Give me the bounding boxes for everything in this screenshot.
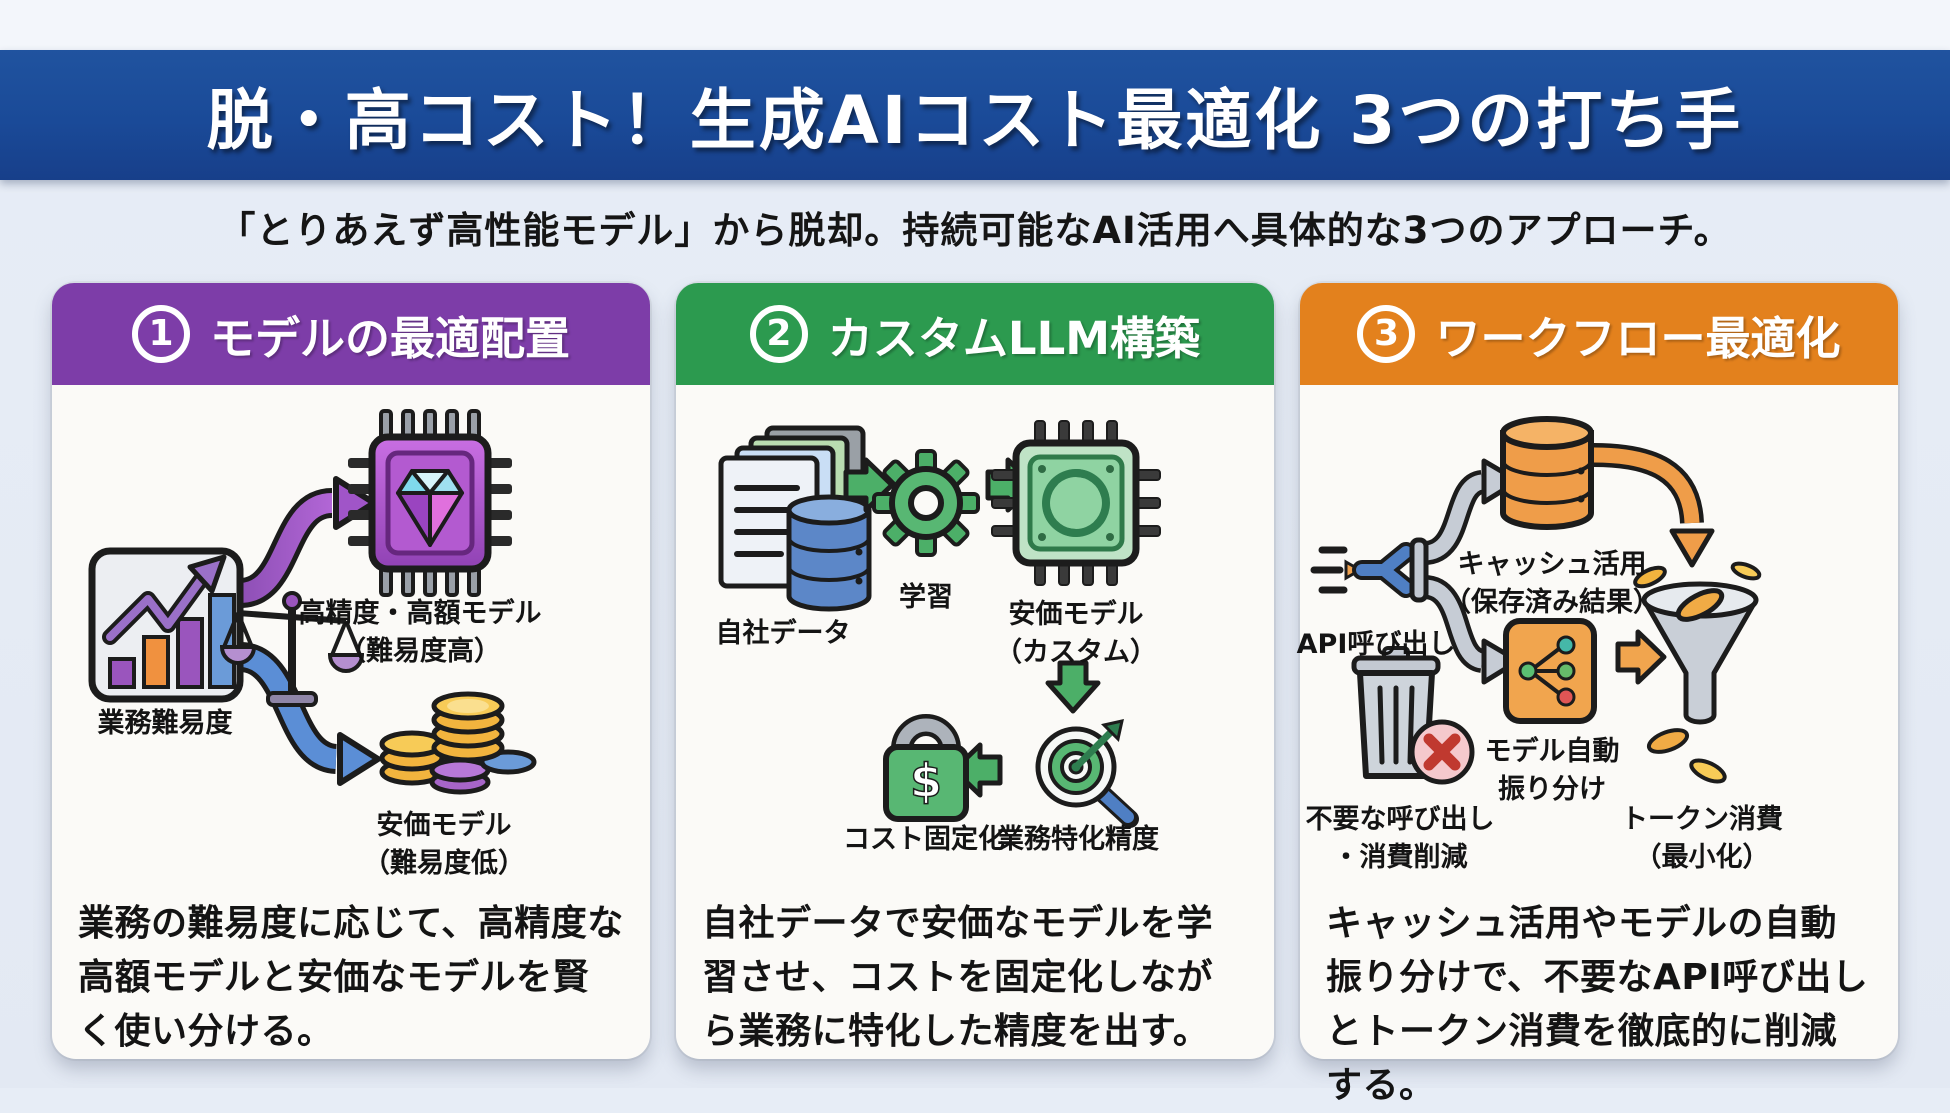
accuracy-target-icon xyxy=(1035,719,1139,828)
label-cheap-custom-1: 安価モデル xyxy=(1008,599,1144,630)
label-expensive-model-1: 高精度・高額モデル xyxy=(298,598,542,629)
model-routing-icon xyxy=(1503,618,1597,724)
cache-database-icon xyxy=(1500,416,1594,530)
label-accuracy: 業務特化精度 xyxy=(997,824,1159,855)
page-title: 脱・高コスト！生成AIコスト最適化 3つの打ち手 xyxy=(206,82,1744,159)
label-training: 学習 xyxy=(899,582,953,613)
card-workflow-optimization: 3 ワークフロー最適化 xyxy=(1296,283,1898,1106)
custom-llm-chip-icon xyxy=(991,420,1161,586)
card2-diagram: $ 自社データ 学習 安価モデル （カスタム） コスト固定化 業務特化精度 xyxy=(676,385,1274,893)
training-gear-icon xyxy=(872,449,980,557)
cards-row: 1 モデルの最適配置 xyxy=(52,283,1898,1106)
label-waste-1: 不要な呼び出し xyxy=(1305,804,1495,835)
api-call-icon xyxy=(1310,537,1429,603)
company-data-icon xyxy=(718,425,872,612)
label-token-1: トークン消費 xyxy=(1621,804,1783,835)
card3-number-badge: 3 xyxy=(1357,305,1416,363)
card1-number-badge: 1 xyxy=(131,305,190,363)
dollar-sign: $ xyxy=(910,754,942,808)
routing-to-funnel-arrow xyxy=(1615,629,1667,685)
card1-illustration xyxy=(88,409,537,795)
card2-title: カスタムLLM構築 xyxy=(827,311,1201,365)
label-routing-2: 振り分け xyxy=(1498,774,1606,805)
card3-header: 3 ワークフロー最適化 xyxy=(1300,283,1898,385)
card1-header: 1 モデルの最適配置 xyxy=(52,283,650,385)
label-company-data: 自社データ xyxy=(715,618,851,649)
card3-illustration xyxy=(1310,416,1762,785)
card2-header: 2 カスタムLLM構築 xyxy=(676,283,1274,385)
label-expensive-model-2: （難易度高） xyxy=(339,636,501,667)
waste-trash-icon xyxy=(1351,646,1475,785)
label-token-2: （最小化） xyxy=(1634,842,1770,873)
cache-to-funnel-arrow xyxy=(1593,443,1715,568)
card2-illustration: $ xyxy=(718,420,1161,828)
page-subtitle: 「とりあえず高性能モデル」から脱却。持続可能なAI活用へ具体的な3つのアプローチ… xyxy=(218,209,1732,252)
label-waste-2: ・消費削減 xyxy=(1332,842,1468,873)
label-cost-lock: コスト固定化 xyxy=(843,824,1005,855)
gem-icon xyxy=(396,469,464,547)
card3-title: ワークフロー最適化 xyxy=(1435,311,1841,365)
card1-title: モデルの最適配置 xyxy=(209,311,570,365)
label-api-call: API呼び出し xyxy=(1296,629,1456,660)
label-difficulty: 業務難易度 xyxy=(97,708,233,739)
label-cache-2: （保存済み結果） xyxy=(1444,587,1660,618)
label-cache-1: キャッシュ活用 xyxy=(1457,549,1647,580)
card2-description: 自社データで安価なモデルを学習させ、コストを固定化しながら業務に特化した精度を出… xyxy=(702,903,1214,1052)
label-routing-1: モデル自動 xyxy=(1484,736,1620,767)
database-icon xyxy=(786,494,872,612)
cheap-model-coins-icon xyxy=(379,691,537,795)
difficulty-chart-icon xyxy=(88,547,244,703)
ai-knot-icon xyxy=(1042,469,1110,537)
card2-number-badge: 2 xyxy=(749,305,808,363)
label-cheap-model-2: （難易度低） xyxy=(363,848,525,879)
card-custom-llm: 2 カスタムLLM構築 xyxy=(676,283,1274,1059)
label-cheap-custom-2: （カスタム） xyxy=(995,637,1157,668)
card3-description: キャッシュ活用やモデルの自動振り分けで、不要なAPI呼び出しとトークン消費を徹底… xyxy=(1326,903,1869,1106)
card1-diagram: 業務難易度 高精度・高額モデル （難易度高） 安価モデル （難易度低） xyxy=(52,385,650,893)
arrow-to-cheap-model xyxy=(238,642,381,786)
label-cheap-model-1: 安価モデル xyxy=(376,810,512,841)
expensive-model-chip-icon xyxy=(348,409,512,597)
token-funnel-icon xyxy=(1633,561,1762,784)
down-arrow-icon xyxy=(1045,660,1101,714)
card-model-placement: 1 モデルの最適配置 xyxy=(52,283,650,1059)
card1-description: 業務の難易度に応じて、高精度な高額モデルと安価なモデルを賢く使い分ける。 xyxy=(78,903,624,1052)
card3-diagram: API呼び出し キャッシュ活用 （保存済み結果） モデル自動 振り分け 不要な呼… xyxy=(1296,385,1898,893)
balance-scale-icon xyxy=(219,591,365,707)
cost-lock-icon: $ xyxy=(883,714,969,822)
title-banner: 脱・高コスト！生成AIコスト最適化 3つの打ち手 xyxy=(0,50,1950,180)
